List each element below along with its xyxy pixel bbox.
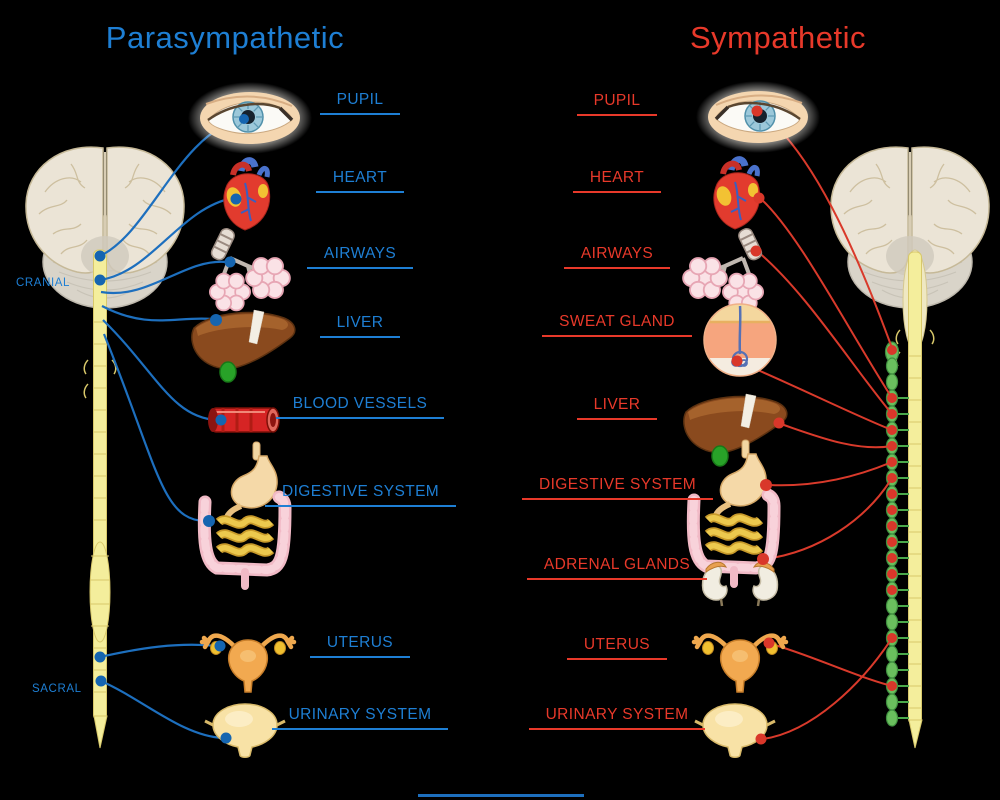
label-airways-right: AIRWAYS — [522, 245, 712, 269]
label-sweat-gland-right: SWEAT GLAND — [522, 313, 712, 337]
sacral-label: SACRAL — [32, 683, 82, 695]
label-liver-right: LIVER — [522, 396, 712, 420]
parasympathetic-terminals — [203, 114, 249, 744]
bottom-edge-line — [418, 794, 584, 797]
spinal-cord-icon — [895, 249, 935, 749]
label-liver-left: LIVER — [265, 314, 455, 338]
label-urinary-system-right: URINARY SYSTEM — [522, 706, 712, 730]
digestive-system-icon — [204, 442, 285, 586]
label-uterus-left: UTERUS — [265, 634, 455, 658]
sympathetic-title: Sympathetic — [689, 20, 867, 55]
cranial-label: CRANIAL — [16, 277, 71, 289]
label-uterus-right: UTERUS — [522, 636, 712, 660]
sympathetic-nerves — [738, 110, 893, 740]
chain-ganglion-dots — [887, 345, 897, 691]
label-airways-left: AIRWAYS — [265, 245, 455, 269]
spinal-cord-icon — [83, 249, 117, 749]
label-digestive-system-left: DIGESTIVE SYSTEM — [265, 483, 457, 507]
label-digestive-system-right: DIGESTIVE SYSTEM — [522, 476, 714, 500]
heart-icon — [224, 161, 270, 230]
sympathetic-terminals — [731, 105, 785, 745]
label-blood-vessels-left: BLOOD VESSELS — [265, 395, 455, 419]
heart-icon — [714, 160, 760, 229]
label-heart-left: HEART — [265, 169, 455, 193]
label-pupil-left: PUPIL — [265, 91, 455, 115]
label-urinary-system-left: URINARY SYSTEM — [265, 706, 455, 730]
label-pupil-right: PUPIL — [522, 92, 712, 116]
label-heart-right: HEART — [522, 169, 712, 193]
cranial-sacral-nerve-dots — [94, 250, 107, 687]
label-adrenal-glands-right: ADRENAL GLANDS — [522, 556, 712, 580]
parasympathetic-title: Parasympathetic — [105, 20, 345, 55]
eye-icon — [694, 79, 822, 155]
